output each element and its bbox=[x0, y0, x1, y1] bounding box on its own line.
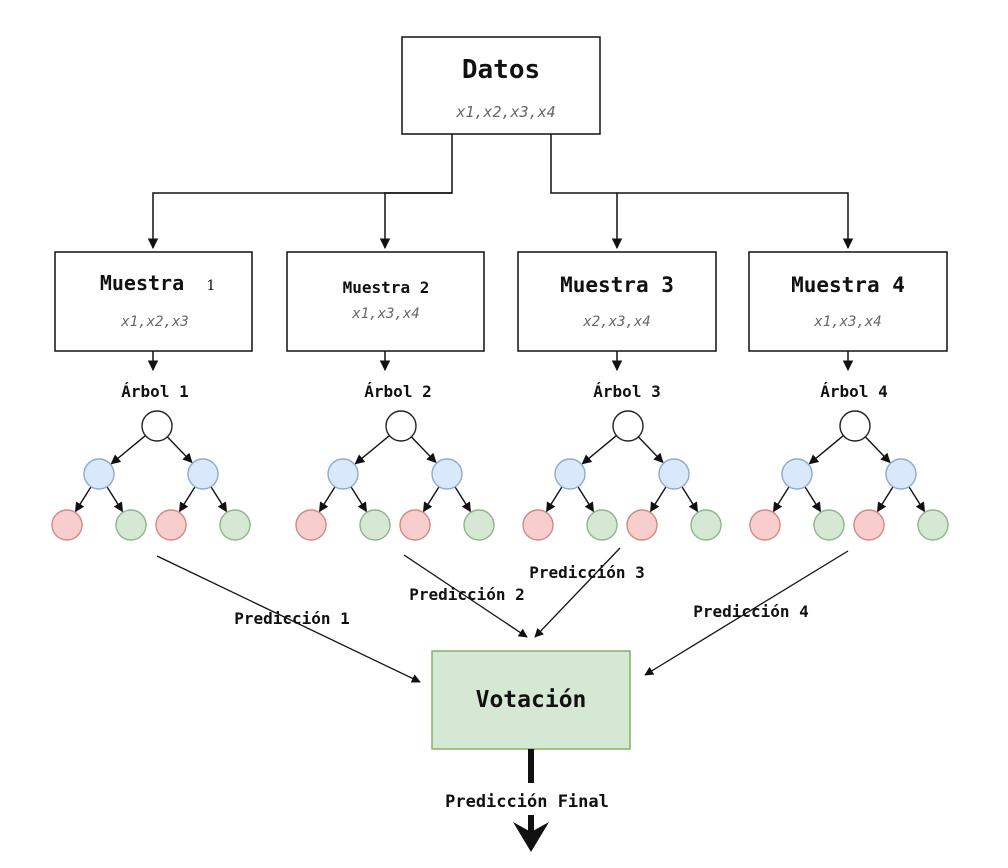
tree-edge bbox=[876, 486, 894, 513]
tree-leaf-green bbox=[115, 509, 147, 541]
decision-trees bbox=[51, 410, 949, 541]
sample-4-features: x1,x3,x4 bbox=[813, 314, 881, 330]
tree-leaf-red bbox=[155, 509, 187, 541]
final-arrow bbox=[513, 749, 549, 852]
prediction-2-label: Predicción 2 bbox=[409, 585, 525, 604]
tree-root-node bbox=[612, 410, 644, 442]
sample-1-title: Muestra bbox=[100, 271, 184, 295]
tree-leaf-red bbox=[399, 509, 431, 541]
sample-box-4: Muestra 4 x1,x3,x4 bbox=[748, 251, 948, 352]
sample-2-features: x1,x3,x4 bbox=[351, 306, 419, 322]
tree-leaf-red bbox=[749, 509, 781, 541]
datos-box: Datos x1,x2,x3,x4 bbox=[401, 36, 601, 135]
tree-leaf-green bbox=[463, 509, 495, 541]
sample-box-1: Muestra 1 x1,x2,x3 bbox=[54, 251, 253, 352]
datos-connectors bbox=[147, 134, 854, 250]
sample-3-title: Muestra 3 bbox=[560, 273, 674, 297]
tree-edge bbox=[166, 436, 193, 464]
tree-edge bbox=[581, 435, 617, 465]
sample-box-3: Muestra 3 x2,x3,x4 bbox=[517, 251, 717, 352]
tree-edge bbox=[681, 486, 699, 513]
tree-leaf-red bbox=[853, 509, 885, 541]
tree-edge bbox=[410, 436, 437, 464]
tree-leaf-green bbox=[586, 509, 618, 541]
tree-edge bbox=[178, 486, 196, 513]
tree-2-label: Árbol 2 bbox=[364, 382, 431, 401]
tree-leaf-red bbox=[51, 509, 83, 541]
tree-edge bbox=[422, 486, 440, 513]
tree-edge bbox=[350, 486, 368, 513]
tree-edge bbox=[804, 486, 822, 513]
tree-edge bbox=[637, 436, 664, 464]
tree-edge bbox=[808, 435, 844, 465]
sample-box-2: Muestra 2 x1,x3,x4 bbox=[286, 251, 485, 352]
tree-internal-node bbox=[885, 458, 917, 490]
prediction-4-label: Predicción 4 bbox=[693, 602, 809, 621]
tree-leaf-green bbox=[219, 509, 251, 541]
tree-internal-node bbox=[554, 458, 586, 490]
tree-edge bbox=[454, 486, 472, 513]
sample-3-features: x2,x3,x4 bbox=[582, 314, 650, 330]
tree-4 bbox=[749, 410, 949, 541]
tree-edge bbox=[545, 486, 563, 513]
tree-edge bbox=[210, 486, 228, 513]
sample-to-tree-arrows bbox=[147, 351, 854, 372]
tree-leaf-red bbox=[626, 509, 658, 541]
tree-3-label: Árbol 3 bbox=[593, 382, 660, 401]
tree-internal-node bbox=[187, 458, 219, 490]
tree-1 bbox=[51, 410, 251, 541]
tree-leaf-red bbox=[295, 509, 327, 541]
tree-edge bbox=[110, 435, 146, 465]
votacion-label: Votación bbox=[476, 687, 587, 713]
prediction-arrows bbox=[156, 547, 849, 683]
sample-1-features: x1,x2,x3 bbox=[120, 314, 188, 330]
datos-title: Datos bbox=[462, 55, 540, 85]
sample-2-title: Muestra 2 bbox=[343, 278, 430, 297]
tree-edge bbox=[354, 435, 390, 465]
tree-root-node bbox=[839, 410, 871, 442]
tree-internal-node bbox=[431, 458, 463, 490]
tree-edge bbox=[106, 486, 124, 513]
tree-root-node bbox=[385, 410, 417, 442]
tree-internal-node bbox=[327, 458, 359, 490]
tree-2 bbox=[295, 410, 495, 541]
tree-edge bbox=[772, 486, 790, 513]
tree-leaf-green bbox=[917, 509, 949, 541]
tree-internal-node bbox=[658, 458, 690, 490]
sample-4-title: Muestra 4 bbox=[791, 273, 905, 297]
tree-internal-node bbox=[83, 458, 115, 490]
tree-1-label: Árbol 1 bbox=[121, 382, 188, 401]
tree-root-node bbox=[141, 410, 173, 442]
tree-edge bbox=[908, 486, 926, 513]
votacion-box: Votación bbox=[431, 650, 631, 750]
datos-features: x1,x2,x3,x4 bbox=[455, 103, 555, 121]
tree-3 bbox=[522, 410, 722, 541]
tree-leaf-green bbox=[359, 509, 391, 541]
sample-1-index: 1 bbox=[207, 278, 216, 294]
tree-leaf-green bbox=[690, 509, 722, 541]
prediction-1-label: Predicción 1 bbox=[234, 609, 350, 628]
prediction-3-label: Predicción 3 bbox=[529, 563, 645, 582]
tree-edge bbox=[864, 436, 891, 464]
tree-edge bbox=[318, 486, 336, 513]
tree-leaf-red bbox=[522, 509, 554, 541]
tree-edge bbox=[649, 486, 667, 513]
tree-edge bbox=[74, 486, 92, 513]
final-prediction-label: Predicción Final bbox=[445, 792, 609, 812]
tree-4-label: Árbol 4 bbox=[820, 382, 887, 401]
tree-leaf-green bbox=[813, 509, 845, 541]
tree-internal-node bbox=[781, 458, 813, 490]
tree-edge bbox=[577, 486, 595, 513]
